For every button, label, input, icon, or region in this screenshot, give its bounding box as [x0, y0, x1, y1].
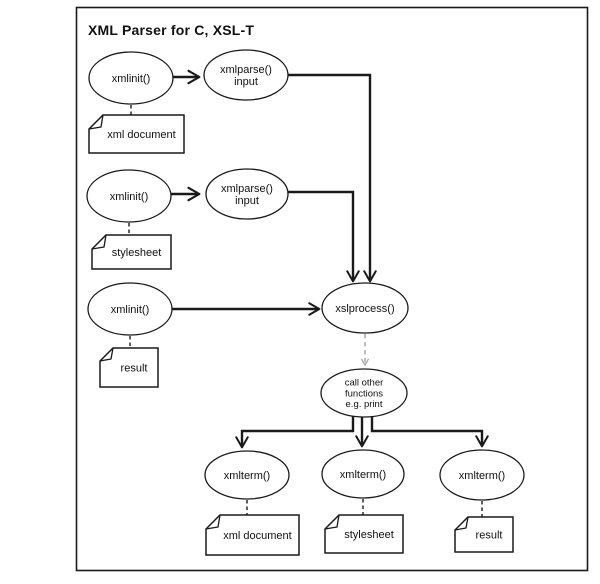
node-xmlparse-1: xmlparse()input [203, 49, 289, 101]
doc-stylesheet-2-label: stylesheet [344, 529, 394, 541]
node-xmlparse-2-label: xmlparse()input [221, 183, 273, 207]
node-xslprocess-label: xslprocess() [335, 303, 394, 315]
edge-xmlparse1-to-xslprocess [288, 73, 377, 283]
diagram-title: XML Parser for C, XSL-T [88, 22, 255, 38]
page-fold-icon [88, 114, 104, 130]
node-xmlterm-1-label: xmlterm() [224, 470, 270, 482]
node-xmlterm-2-label: xmlterm() [340, 469, 386, 481]
edge-xmlparse2-to-xslprocess [288, 190, 360, 283]
doc-xml-document-1-label: xml document [107, 129, 175, 141]
node-xmlterm-3: xmlterm() [439, 449, 525, 501]
page-fold-icon [454, 516, 469, 531]
doc-result-2: result [454, 516, 514, 553]
node-xmlinit-3: xmlinit() [87, 282, 173, 336]
doc-stylesheet-2: stylesheet [324, 514, 404, 554]
node-xmlparse-1-shape [203, 49, 289, 101]
node-xslprocess-shape [321, 282, 409, 334]
edge-callother-to-xmlterm3 [370, 416, 489, 448]
node-xmlinit-2-shape [86, 169, 172, 223]
node-xmlinit-2: xmlinit() [86, 169, 172, 223]
doc-result-2-shape [454, 516, 514, 553]
page-fold-icon [99, 347, 114, 362]
doc-result-1: result [99, 347, 159, 388]
page-fold-icon [205, 514, 221, 530]
node-xmlterm-1-shape [204, 450, 290, 500]
doc-xml-document-2: xml document [205, 514, 300, 556]
node-xmlterm-2: xmlterm() [321, 449, 405, 499]
node-xmlterm-3-label: xmlterm() [459, 470, 505, 482]
node-xmlinit-1: xmlinit() [88, 51, 174, 105]
doc-stylesheet-2-shape [324, 514, 404, 554]
node-xmlinit-1-label: xmlinit() [112, 73, 151, 85]
doc-result-2-label: result [476, 530, 503, 542]
doc-stylesheet-1: stylesheet [91, 234, 172, 270]
doc-xml-document-1: xml document [88, 114, 185, 154]
node-xmlinit-3-shape [87, 282, 173, 336]
node-xslprocess: xslprocess() [321, 282, 409, 334]
node-xmlterm-1: xmlterm() [204, 450, 290, 500]
page-fold-icon [91, 234, 107, 250]
doc-stylesheet-1-shape [91, 234, 172, 270]
node-xmlinit-2-label: xmlinit() [110, 191, 149, 203]
page-fold-icon [324, 514, 340, 530]
doc-xml-document-1-shape [88, 114, 185, 154]
doc-xml-document-2-label: xml document [223, 530, 291, 542]
doc-xml-document-2-shape [205, 514, 300, 556]
node-xmlterm-2-shape [321, 449, 405, 499]
node-call-other-shape [320, 368, 408, 418]
node-xmlparse-1-label: xmlparse()input [220, 64, 272, 88]
doc-result-1-label: result [121, 363, 148, 375]
doc-stylesheet-1-label: stylesheet [112, 247, 162, 259]
node-xmlparse-2-shape [205, 168, 289, 220]
edge-callother-to-xmlterm1 [235, 416, 355, 449]
node-xmlparse-2: xmlparse()input [205, 168, 289, 220]
node-xmlinit-1-shape [88, 51, 174, 105]
doc-result-1-shape [99, 347, 159, 388]
node-xmlterm-3-shape [439, 449, 525, 501]
node-xmlinit-3-label: xmlinit() [111, 304, 150, 316]
